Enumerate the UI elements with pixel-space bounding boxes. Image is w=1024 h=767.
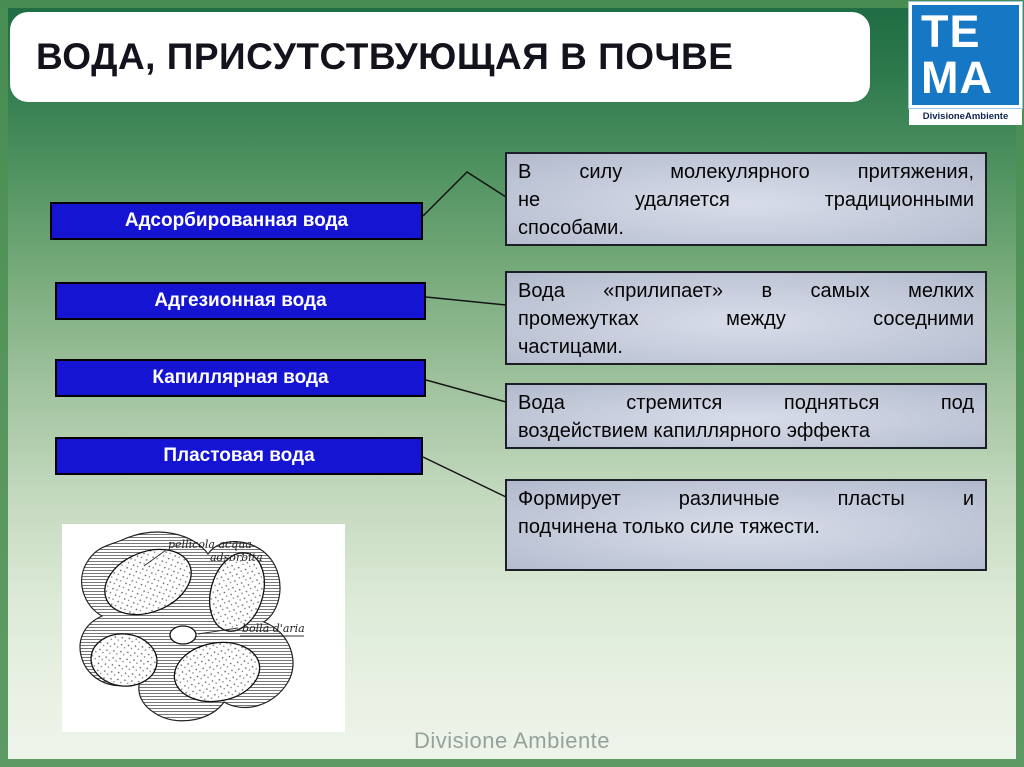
description-box-adhesion-water: Вода «прилипает» в самых мелких промежут… (505, 271, 987, 365)
connector-2 (425, 296, 507, 306)
connector-3 (425, 379, 507, 403)
air-bubble (169, 625, 197, 645)
soil-structure-drawing: pellicola acqua adsorbita bolla d'aria (79, 531, 305, 722)
label-box-adhesion-water[interactable]: Адгезионная вода (55, 282, 426, 320)
soil-grain (104, 548, 192, 616)
description-box-capillary-water: Вода стремится подняться под воздействие… (505, 383, 987, 449)
bubble-label-leader-line (197, 627, 239, 635)
label-box-capillary-water[interactable]: Капиллярная вода (55, 359, 426, 397)
tema-logo: TE MA DivisioneAmbiente (909, 2, 1022, 125)
logo-letters-te: TE (921, 6, 981, 57)
footer-text: Divisione Ambiente (413, 728, 611, 753)
label-box-strata-water[interactable]: Пластовая вода (55, 437, 423, 475)
logo-letters-ma: MA (921, 52, 993, 103)
description-line: частицами. (518, 336, 623, 358)
film-label-line2: adsorbita (210, 551, 263, 564)
page-title: ВОДА, ПРИСУТСТВУЮЩАЯ В ПОЧВЕ (36, 36, 734, 77)
description-line: Вода «прилипает» в самых мелких (518, 280, 974, 302)
logo-caption: DivisioneAmbiente (909, 109, 1022, 125)
film-label-line1: pellicola acqua (168, 538, 252, 551)
label-box-adsorbed-water[interactable]: Адсорбированная вода (50, 202, 423, 240)
description-line: воздействием капиллярного эффекта (518, 420, 870, 442)
tema-logo-mark: TE MA (909, 2, 1022, 108)
description-line: Вода стремится подняться под (518, 392, 974, 414)
description-line: Формирует различные пласты и (518, 488, 974, 510)
description-line: промежутках между соседними (518, 308, 974, 330)
soil-grain (209, 552, 265, 632)
connector-4 (422, 456, 507, 498)
description-box-strata-water: Формирует различные пласты и подчинена т… (505, 479, 987, 571)
connector-1 (422, 171, 507, 217)
soil-grain (90, 633, 158, 687)
description-line: способами. (518, 217, 624, 239)
soil-grains (90, 548, 265, 703)
air-bubble-label: bolla d'aria (242, 622, 305, 635)
description-box-adsorbed-water: В силу молекулярного притяжения, не удал… (505, 152, 987, 246)
description-line: подчинена только силе тяжести. (518, 516, 820, 538)
description-line: не удаляется традиционными (518, 189, 974, 211)
description-line: В силу молекулярного притяжения, (518, 161, 974, 183)
soil-grain (173, 641, 261, 703)
slide-title-bar: ВОДА, ПРИСУТСТВУЮЩАЯ В ПОЧВЕ (10, 12, 870, 102)
soil-diagram-panel: pellicola acqua adsorbita bolla d'aria (62, 524, 345, 732)
film-label-leader-line (143, 549, 167, 567)
